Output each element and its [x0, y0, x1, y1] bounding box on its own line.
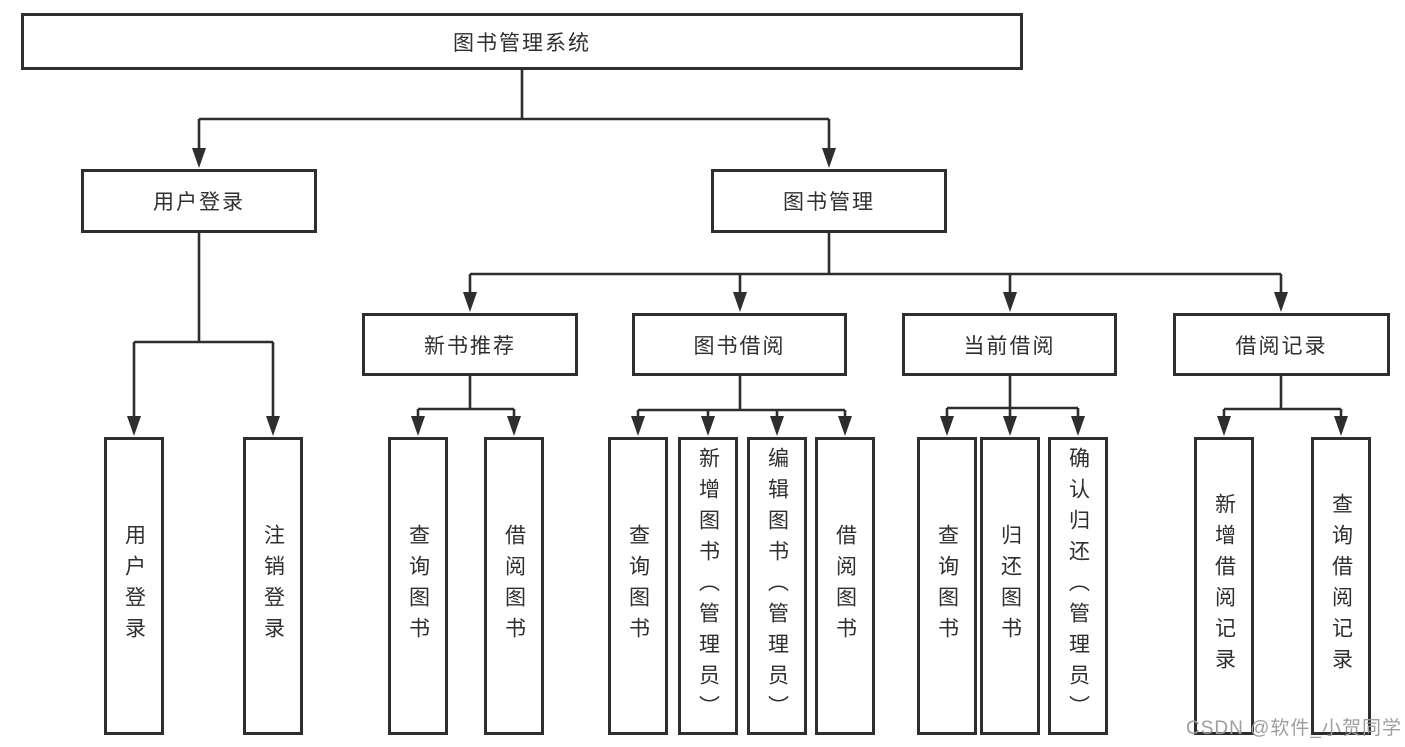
- arrowhead-leaf-user-login: [127, 416, 141, 436]
- node-book-management: 图书管理: [711, 169, 947, 233]
- arrowhead-leaf-query-books-2: [631, 416, 645, 436]
- node-book-borrow-label: 图书借阅: [693, 334, 786, 358]
- arrowhead-borrow-records: [1274, 292, 1288, 312]
- node-current-borrow-label: 当前借阅: [963, 334, 1056, 358]
- leaf-edit-book-admin: 编辑图书（管理员）: [747, 437, 807, 735]
- connector-currentborrow-to-leaves: [945, 376, 1080, 420]
- leaf-confirm-return-admin: 确认归还（管理员）: [1048, 437, 1108, 735]
- leaf-logout: 注销登录: [243, 437, 303, 735]
- connector-records-to-leaves: [1222, 376, 1343, 420]
- arrowhead-book-management: [822, 148, 836, 168]
- leaf-return-book-label: 归还图书: [998, 524, 1022, 648]
- arrowhead-leaf-confirm-return: [1071, 416, 1085, 436]
- connector-bookmgmt-to-level3: [468, 233, 1283, 296]
- connector-bookborrow-to-leaves: [636, 376, 847, 420]
- arrowhead-leaf-add-record: [1217, 416, 1231, 436]
- leaf-confirm-return-admin-label: 确认归还（管理员）: [1066, 446, 1090, 726]
- arrowhead-user-login: [192, 148, 206, 168]
- node-borrow-records: 借阅记录: [1173, 313, 1390, 376]
- connector-newbook-to-leaves: [416, 376, 516, 420]
- leaf-query-books-3: 查询图书: [917, 437, 977, 735]
- arrowhead-leaf-query-record: [1334, 416, 1348, 436]
- arrowhead-current-borrow: [1003, 292, 1017, 312]
- leaf-query-books-3-label: 查询图书: [935, 524, 959, 648]
- arrowhead-leaf-edit-book: [770, 416, 784, 436]
- arrowhead-leaf-logout: [266, 416, 280, 436]
- leaf-logout-label: 注销登录: [261, 524, 285, 648]
- leaf-query-books-2: 查询图书: [608, 437, 668, 735]
- node-user-login-label: 用户登录: [153, 191, 245, 214]
- leaf-add-book-admin-label: 新增图书（管理员）: [696, 446, 720, 726]
- node-user-login: 用户登录: [81, 169, 317, 233]
- arrowhead-leaf-borrow-books-2: [838, 416, 852, 436]
- node-book-borrow: 图书借阅: [632, 313, 847, 376]
- leaf-query-borrow-record: 查询借阅记录: [1311, 437, 1371, 735]
- leaf-query-books-1-label: 查询图书: [406, 524, 430, 648]
- leaf-add-borrow-record-label: 新增借阅记录: [1212, 493, 1236, 679]
- node-borrow-records-label: 借阅记录: [1235, 334, 1328, 358]
- leaf-user-login: 用户登录: [104, 437, 164, 735]
- leaf-borrow-books-2-label: 借阅图书: [833, 524, 857, 648]
- node-current-borrow: 当前借阅: [902, 313, 1117, 376]
- csdn-watermark: CSDN @软件_小贺同学: [1186, 718, 1402, 739]
- leaf-add-borrow-record: 新增借阅记录: [1194, 437, 1254, 735]
- arrowhead-new-book-recommend: [463, 292, 477, 312]
- node-new-book-recommend-label: 新书推荐: [424, 334, 516, 358]
- arrowhead-leaf-borrow-books-1: [507, 416, 521, 436]
- leaf-query-books-1: 查询图书: [388, 437, 448, 735]
- leaf-borrow-books-2: 借阅图书: [815, 437, 875, 735]
- connector-userlogin-to-leaves: [132, 233, 275, 420]
- leaf-query-borrow-record-label: 查询借阅记录: [1329, 493, 1353, 679]
- leaf-user-login-label: 用户登录: [122, 524, 146, 648]
- node-root: 图书管理系统: [21, 13, 1023, 70]
- arrowhead-leaf-add-book: [701, 416, 715, 436]
- node-root-label: 图书管理系统: [453, 31, 591, 55]
- leaf-query-books-2-label: 查询图书: [626, 524, 650, 648]
- leaf-borrow-books-1-label: 借阅图书: [502, 524, 526, 648]
- arrowhead-leaf-query-books-1: [411, 416, 425, 436]
- arrowhead-book-borrow: [733, 292, 747, 312]
- leaf-borrow-books-1: 借阅图书: [484, 437, 544, 735]
- connector-root-to-level2: [197, 68, 831, 152]
- arrowhead-leaf-query-books-3: [940, 416, 954, 436]
- node-book-management-label: 图书管理: [783, 191, 875, 214]
- leaf-edit-book-admin-label: 编辑图书（管理员）: [765, 446, 789, 726]
- leaf-add-book-admin: 新增图书（管理员）: [678, 437, 738, 735]
- node-new-book-recommend: 新书推荐: [362, 313, 578, 376]
- leaf-return-book: 归还图书: [980, 437, 1040, 735]
- arrowhead-leaf-return-book: [1003, 416, 1017, 436]
